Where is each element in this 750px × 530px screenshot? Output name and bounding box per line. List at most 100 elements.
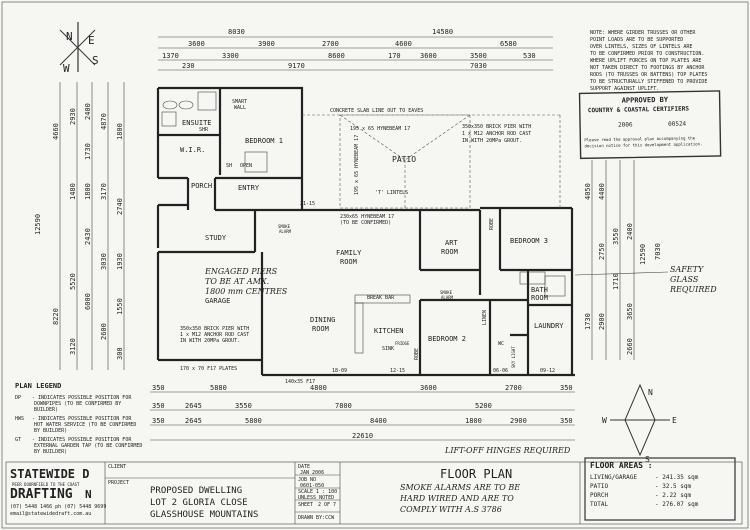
room-bath-2: ROOM	[531, 294, 548, 302]
label-smoke-3: SMOKE	[440, 290, 453, 295]
compass-e-label: E	[88, 34, 95, 47]
dim-left-19: 1550	[116, 298, 124, 315]
compass-b-n: N	[648, 388, 653, 397]
legend-sym-1: HWS	[15, 416, 24, 422]
tb-job-value: 0601-050	[300, 483, 324, 489]
dim-left-11: 6000	[84, 293, 92, 310]
label-skylight: SKY LIGHT	[511, 346, 516, 368]
tb-client-label: CLIENT	[108, 464, 126, 470]
hand-safety-3: REQUIRED	[669, 285, 717, 294]
dim-bot-r3-4: 1800	[465, 417, 482, 425]
dim-bot-r3-6: 350	[560, 417, 573, 425]
dim-bot-overall: 22610	[352, 432, 373, 440]
right-dimensions: 4050 12590 4400 2750 2900 3550 1710 2400…	[584, 160, 662, 360]
areas-row-2-value: - 2.22 sqm	[655, 492, 692, 499]
room-bedroom-1: BEDROOM 1	[245, 137, 283, 145]
tb-date-value: JAN 2006	[300, 470, 324, 476]
dim-bot-r2-4: 5200	[475, 402, 492, 410]
areas-heading: FLOOR AREAS :	[590, 461, 653, 470]
label-smoke-4: ALARM	[441, 295, 454, 300]
compass-n-label: N	[66, 30, 73, 43]
dim-left-20: 300	[116, 347, 124, 360]
tb-scale-1: SCALE 1 : 100	[298, 489, 337, 495]
dim-left-9: 1800	[84, 183, 92, 200]
dim-bot-r1-5: 350	[560, 384, 573, 392]
compass-b-s: S	[645, 455, 650, 464]
hand-garage-note-2: TO BE AT AMX.	[205, 277, 269, 286]
stamp-line-2: COUNTRY & COASTAL CERTIFIERS	[588, 105, 690, 114]
dim-right-9: 7030	[654, 243, 662, 260]
dim-left-1: 12590	[34, 214, 42, 235]
areas-row-0-name: LIVING/GARAGE	[590, 474, 637, 481]
legend-heading: PLAN LEGEND	[15, 382, 61, 390]
compass-bottom: N E S W	[602, 383, 677, 464]
truss-note-1: NOTE: WHERE GIRDER TRUSSES OR OTHER	[590, 30, 696, 36]
label-door-ref-5: 06-06	[493, 368, 508, 374]
tb-address: PEER DOORNFIELD TO THE COAST	[12, 482, 80, 487]
room-art-2: ROOM	[441, 248, 458, 256]
dim-right-0: 4050	[584, 183, 592, 200]
label-smoke-2: ALARM	[279, 229, 292, 234]
dim-left-0: 4660	[52, 123, 60, 140]
dim-left-7: 2400	[84, 103, 92, 120]
label-pier-garage-1: 350x350 BRICK PIER WITH	[180, 326, 249, 332]
label-beam-family-1: 230x65 HYNEBEAM 17	[340, 214, 394, 220]
dim-left-5: 5520	[69, 273, 77, 290]
label-fridge: FRIDGE	[395, 341, 410, 346]
areas-row-1-name: PATIO	[590, 483, 608, 490]
stamp-text-2: decision notice for this development app…	[584, 141, 702, 148]
tb-company-1: STATEWIDE D	[10, 467, 89, 481]
legend-text-2a: - INDICATES POSSIBLE POSITION FOR	[32, 437, 132, 443]
truss-note-2: POINT LOADS ARE TO BE SUPPORTED	[590, 37, 683, 43]
dim-bot-r1-3: 3600	[420, 384, 437, 392]
technical-labels: SMART WALL SHR SH OPEN CONCRETE SLAB LIN…	[180, 99, 555, 385]
left-dimensions: 4660 12590 8220 2930 1480 5520 3120 2400…	[34, 82, 125, 370]
areas-row-2-name: PORCH	[590, 492, 608, 499]
label-door-ref-2: 18-09	[332, 368, 347, 374]
tb-contact-2: email@statewidedraft.com.au	[10, 511, 91, 517]
label-beam-patio: 195 x 65 HYNEBEAM 17	[350, 126, 410, 132]
dim-bot-r3-0: 350	[152, 417, 165, 425]
dim-left-8: 1730	[84, 143, 92, 160]
legend-text-1a: - INDICATES POSSIBLE POSITION FOR	[32, 416, 132, 422]
legend-text-1c: BY BUILDER)	[34, 428, 67, 434]
tb-contact-1: (07) 5448 1466 ph (07) 5448 9699	[10, 504, 106, 510]
label-door-ref-4: 09-12	[540, 368, 555, 374]
dim-right-8: 3650	[626, 303, 634, 320]
compass-b-w: W	[602, 416, 607, 425]
tb-project-line-3: GLASSHOUSE MOUNTAINS	[150, 510, 258, 520]
dim-right-2: 4400	[598, 183, 606, 200]
dim-left-2: 8220	[52, 308, 60, 325]
dim-right-6: 1710	[612, 273, 620, 290]
label-smart-wall-2: WALL	[234, 105, 246, 111]
truss-note-3: OVER LINTELS, SIZES OF LINTELS ARE	[590, 44, 692, 50]
dim-bot-r1-1: 5880	[210, 384, 227, 392]
legend-text-0c: BUILDER)	[34, 407, 58, 413]
dim-left-4: 1480	[69, 183, 77, 200]
dim-top-overall-left: 8030	[228, 28, 245, 36]
room-family-2: ROOM	[340, 258, 357, 266]
room-break-bar: BREAK BAR	[367, 295, 395, 301]
dim-left-16: 1800	[116, 123, 124, 140]
dim-left-15: 2600	[100, 323, 108, 340]
room-study: STUDY	[205, 234, 227, 242]
label-pier-note-2: 1 x M12 ANCHOR ROD CAST	[462, 131, 531, 137]
dim-right-7: 2400	[626, 223, 634, 240]
dim-top-r2-3: 170	[388, 52, 401, 60]
legend-sym-0: DP	[15, 395, 21, 401]
truss-note: NOTE: WHERE GIRDER TRUSSES OR OTHER POIN…	[590, 30, 707, 92]
label-pier-garage-2: 1 x M12 ANCHOR ROD CAST	[180, 332, 249, 338]
tb-date-label: DATE	[298, 464, 310, 470]
handwritten-notes: ENGAGED PIERS TO BE AT AMX. 1800 mm CENT…	[204, 265, 717, 514]
room-dining-2: ROOM	[312, 325, 329, 333]
dim-bot-r3-5: 2900	[510, 417, 527, 425]
room-bedroom-2: BEDROOM 2	[428, 335, 466, 343]
legend-text-1b: HOT WATER SERVICE (TO BE CONFIRMED	[34, 422, 136, 428]
legend-text-0a: - INDICATES POSSIBLE POSITION FOR	[32, 395, 132, 401]
dim-top-r2-2: 8600	[328, 52, 345, 60]
dim-left-14: 3030	[100, 253, 108, 270]
dim-top-r2-0: 1370	[162, 52, 179, 60]
room-kitchen: KITCHEN	[374, 327, 404, 335]
label-pier-note-3: IN WITH 20MPa GROUT.	[462, 138, 522, 144]
